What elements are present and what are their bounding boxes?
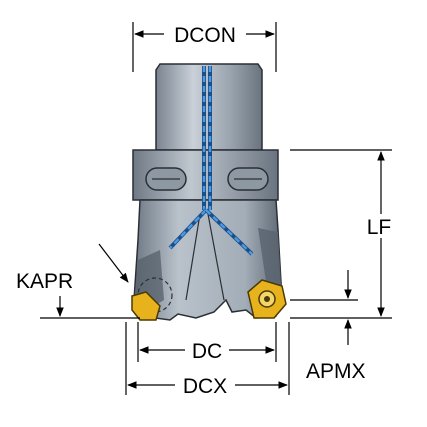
dcx-label: DCX: [183, 375, 227, 398]
cutter-body: [132, 63, 283, 321]
insert-right: [247, 279, 287, 319]
insert-left: [131, 291, 161, 321]
lf-label: LF: [367, 216, 392, 239]
hidden-pocket-outline: [137, 277, 173, 313]
coolant-channels: [168, 66, 254, 256]
dcon-label: DCON: [174, 24, 236, 47]
kapr-label: KAPR: [16, 270, 73, 293]
dc-label: DC: [192, 340, 222, 363]
apmx-label: APMX: [306, 360, 366, 383]
